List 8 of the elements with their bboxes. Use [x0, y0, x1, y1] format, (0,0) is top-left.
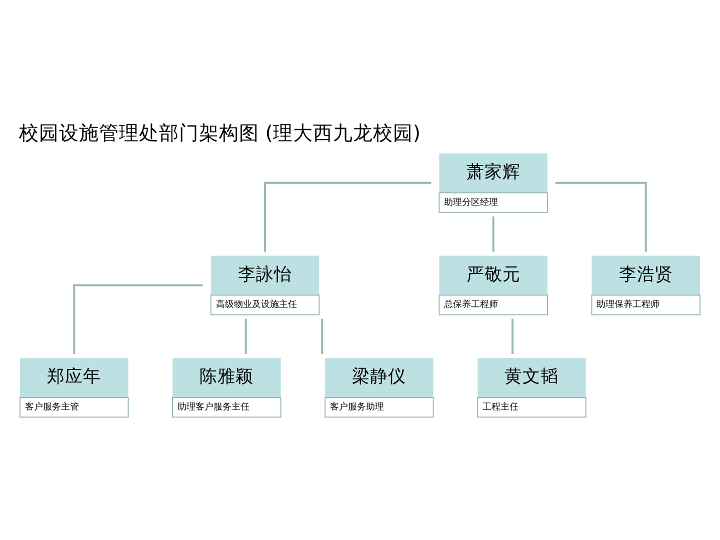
connector: [512, 318, 514, 354]
connector: [73, 284, 203, 354]
connector: [492, 216, 494, 252]
connector: [555, 181, 647, 252]
connector: [244, 318, 247, 354]
connector: [264, 181, 432, 252]
diagram-title: 校园设施管理处部门架构图 (理大西九龙校园): [18, 121, 421, 144]
connector: [321, 318, 324, 354]
